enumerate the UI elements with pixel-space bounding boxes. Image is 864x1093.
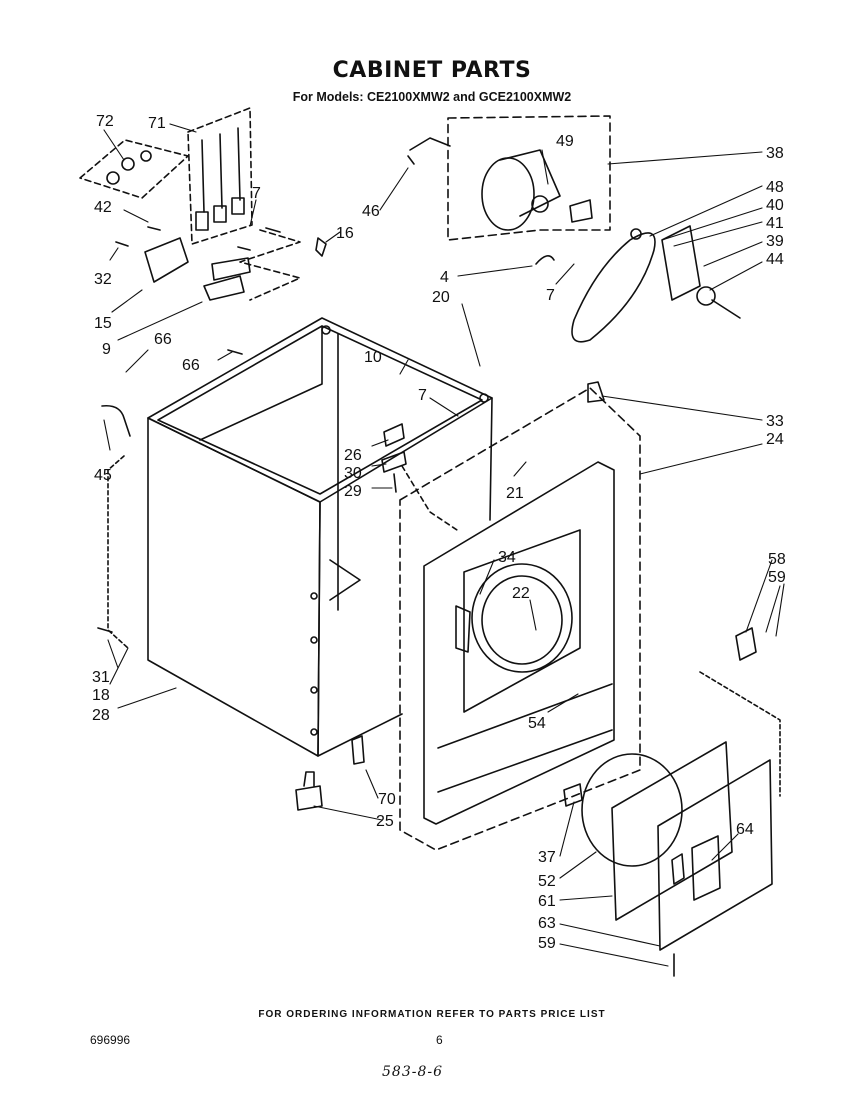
callout-46: 46 — [362, 203, 380, 220]
callout-72: 72 — [96, 113, 114, 130]
callout-70: 70 — [378, 791, 396, 808]
callout-33: 33 — [766, 413, 784, 430]
callout-10: 10 — [364, 349, 382, 366]
spring-4 — [535, 255, 555, 265]
callout-58: 58 — [768, 551, 786, 568]
callout-25: 25 — [376, 813, 394, 830]
drive-belt — [571, 232, 656, 343]
clip-70 — [351, 735, 365, 765]
callout-71: 71 — [148, 115, 166, 132]
callout-24: 24 — [766, 431, 784, 448]
cabinet-body — [147, 317, 493, 757]
callout-63: 63 — [538, 915, 556, 932]
callout-9: 9 — [102, 341, 111, 358]
ordering-note: FOR ORDERING INFORMATION REFER TO PARTS … — [258, 1009, 606, 1020]
callout-66a: 66 — [154, 331, 172, 348]
document-number: 696996 — [90, 1033, 131, 1047]
hinge-58 — [699, 627, 781, 797]
callout-7c: 7 — [546, 287, 555, 304]
callout-labels: 72 71 7 42 16 32 15 9 66 66 10 20 7 26 3… — [92, 113, 786, 952]
motor-assembly-38 — [407, 115, 611, 241]
callout-21: 21 — [506, 485, 524, 502]
callout-26: 26 — [344, 447, 362, 464]
callout-48: 48 — [766, 179, 784, 196]
leader-dash-top — [239, 229, 301, 301]
callout-41: 41 — [766, 215, 784, 232]
callout-54: 54 — [528, 715, 546, 732]
callout-7a: 7 — [252, 185, 261, 202]
callout-32: 32 — [94, 271, 112, 288]
callout-18: 18 — [92, 687, 110, 704]
callout-52: 52 — [538, 873, 556, 890]
callout-20: 20 — [432, 289, 450, 306]
bumper-33 — [587, 381, 605, 403]
callout-34: 34 — [498, 549, 516, 566]
callout-38: 38 — [766, 145, 784, 162]
callout-40: 40 — [766, 197, 784, 214]
handwritten-note: 583-8-6 — [382, 1064, 443, 1080]
front-panel-24 — [399, 387, 641, 851]
callout-15: 15 — [94, 315, 112, 332]
callout-66b: 66 — [182, 357, 200, 374]
callout-39: 39 — [766, 233, 784, 250]
door-assembly — [563, 741, 773, 951]
wire-harness-71 — [187, 107, 253, 245]
callout-31: 31 — [92, 669, 110, 686]
leveling-leg-25 — [295, 771, 323, 811]
switch-15-9 — [203, 257, 251, 301]
callout-4: 4 — [440, 269, 449, 286]
callout-42: 42 — [94, 199, 112, 216]
page-title: CABINET PARTS — [332, 58, 532, 83]
callout-64: 64 — [736, 821, 754, 838]
idler-assembly — [630, 225, 741, 319]
callout-16: 16 — [336, 225, 354, 242]
screw-31 — [97, 627, 113, 633]
callout-28: 28 — [92, 707, 110, 724]
callout-22: 22 — [512, 585, 530, 602]
callout-29: 29 — [344, 483, 362, 500]
callout-45: 45 — [94, 467, 112, 484]
screws-top-left — [115, 226, 281, 355]
callout-49: 49 — [556, 133, 574, 150]
callout-59b: 59 — [538, 935, 556, 952]
model-subtitle: For Models: CE2100XMW2 and GCE2100XMW2 — [292, 90, 572, 104]
screw-bag-72 — [79, 139, 189, 199]
callout-30: 30 — [344, 465, 362, 482]
leader-lines — [103, 123, 785, 967]
callout-59a: 59 — [768, 569, 786, 586]
callout-44: 44 — [766, 251, 784, 268]
ground-wire-45 — [101, 404, 131, 437]
bracket-32 — [144, 237, 189, 283]
callout-61: 61 — [538, 893, 556, 910]
page-number: 6 — [436, 1033, 443, 1047]
callout-37: 37 — [538, 849, 556, 866]
clip-16 — [315, 237, 327, 257]
callout-7b: 7 — [418, 387, 427, 404]
